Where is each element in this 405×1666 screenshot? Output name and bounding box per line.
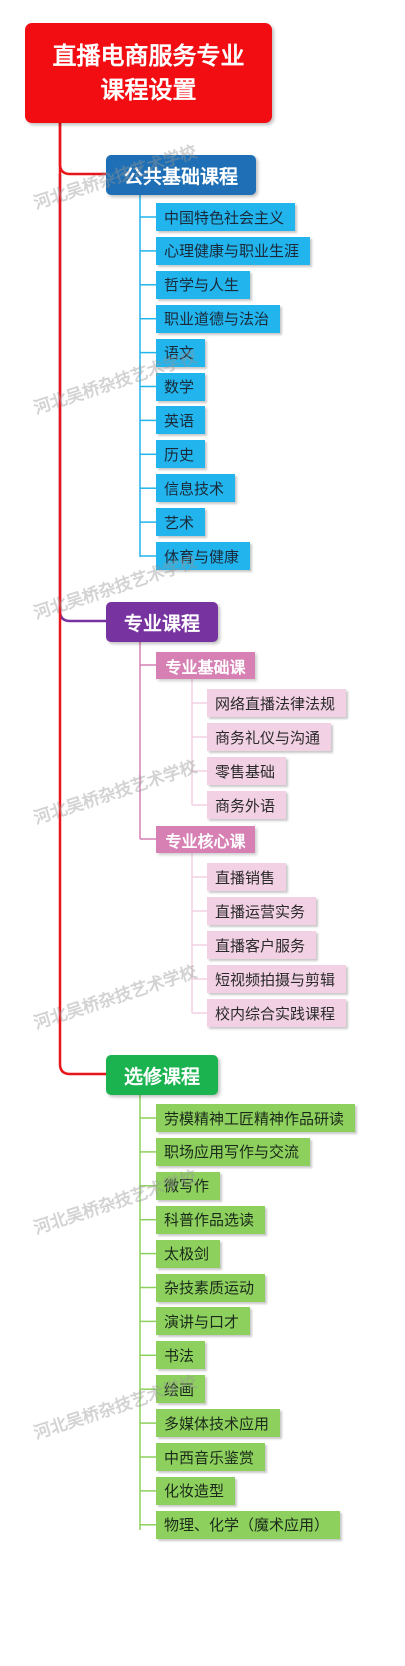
public-leaf: 语文 [156,338,205,367]
elective-leaf: 职场应用写作与交流 [156,1137,310,1166]
elective-leaf: 化妆造型 [156,1476,235,1505]
public-leaf: 历史 [156,440,205,469]
core-leaf: 直播客户服务 [207,931,316,959]
subcategory-basic: 专业基础课 [156,652,255,679]
root-title-line1: 直播电商服务专业 [52,42,245,70]
basic-leaf: 网络直播法律法规 [207,689,346,717]
public-leaf: 心理健康与职业生涯 [156,236,310,265]
core-leaf: 直播运营实务 [207,897,316,925]
basic-leaf: 商务外语 [207,791,286,819]
public-leaf: 职业道德与法治 [156,304,280,333]
public-leaf: 艺术 [156,508,205,537]
core-leaf: 直播销售 [207,863,286,891]
subcategory-core: 专业核心课 [156,826,255,853]
trunk-red [58,123,106,1076]
root-title-line2: 课程设置 [100,76,197,104]
core-leaf: 校内综合实践课程 [207,999,346,1027]
public-leaf: 中国特色社会主义 [156,203,295,231]
elective-leaf: 中西音乐鉴赏 [156,1443,265,1471]
elective-leaf: 绘画 [156,1375,205,1404]
public-leaf: 英语 [156,406,205,435]
elective-leaf: 劳模精神工匠精神作品研读 [156,1104,355,1132]
basic-leaf: 零售基础 [207,757,286,785]
trunk-to-major [58,174,106,623]
public-leaf: 体育与健康 [156,542,250,570]
elective-leaf: 科普作品选读 [156,1205,265,1234]
elective-leaf: 演讲与口才 [156,1307,250,1336]
category-public: 公共基础课程 [106,155,256,195]
core-leaf: 短视频拍摄与剪辑 [207,965,346,993]
public-leaf: 数学 [156,372,205,401]
elective-leaf: 物理、化学（魔术应用） [156,1510,340,1539]
elective-leaf: 多媒体技术应用 [156,1409,280,1438]
public-leaf: 哲学与人生 [156,270,250,299]
basic-leaf: 商务礼仪与沟通 [207,723,331,751]
category-major: 专业课程 [106,602,218,642]
trunk-to-public [58,123,106,176]
category-elective: 选修课程 [106,1055,218,1095]
public-leaf: 信息技术 [156,474,235,503]
elective-leaf: 微写作 [156,1171,220,1200]
elective-leaf: 太极剑 [156,1239,220,1268]
elective-leaf: 杂技素质运动 [156,1273,265,1302]
root-title: 直播电商服务专业 课程设置 [25,23,272,123]
elective-leaf: 书法 [156,1341,205,1370]
